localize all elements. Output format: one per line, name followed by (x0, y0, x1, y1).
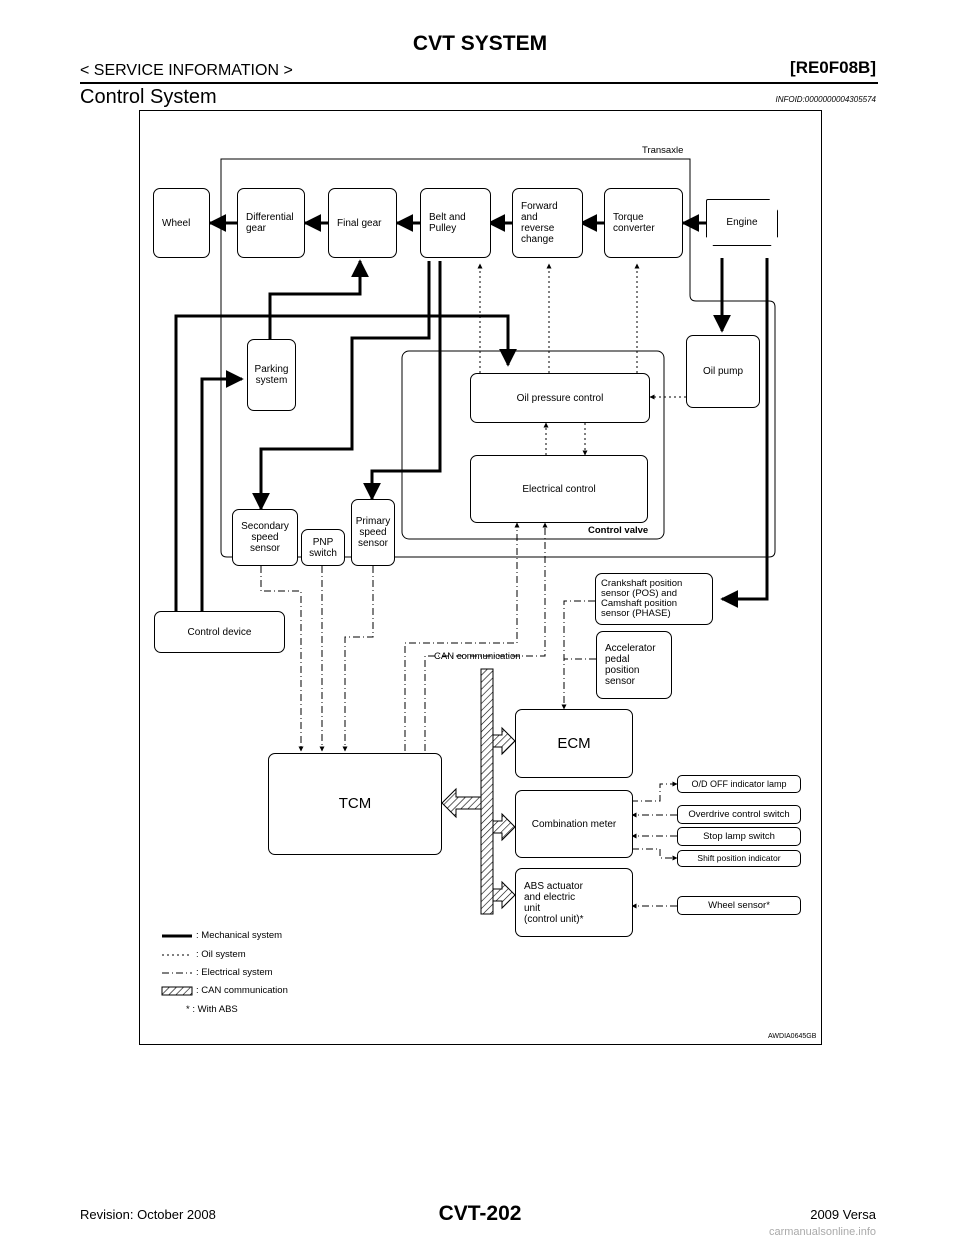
footer-model: 2009 Versa (810, 1207, 876, 1222)
diagram-connections (161, 158, 776, 996)
differential-gear-box: Differential gear (237, 188, 305, 258)
footer-page-code: CVT-202 (438, 1202, 522, 1225)
section-title: Control System (80, 86, 217, 108)
wheel-box: Wheel (153, 188, 210, 258)
abs-actuator-box: ABS actuator and electric unit (control … (515, 868, 633, 937)
header-section-label: < SERVICE INFORMATION > (80, 62, 293, 79)
control-system-diagram: Transaxle Control valve CAN communicatio… (139, 110, 822, 1045)
pnp-switch-box: PNP switch (301, 529, 345, 566)
header-rule (80, 82, 878, 84)
legend-oil: : Oil system (196, 949, 246, 960)
control-valve-label: Control valve (588, 525, 649, 536)
control-device-box: Control device (154, 611, 285, 653)
overdrive-control-switch-box: Overdrive control switch (677, 805, 801, 824)
combination-meter-box: Combination meter (515, 790, 633, 858)
oil-pump-box: Oil pump (686, 335, 760, 408)
shift-position-indicator-box: Shift position indicator (677, 850, 801, 867)
final-gear-box: Final gear (328, 188, 397, 258)
oil-pressure-control-box: Oil pressure control (470, 373, 650, 423)
watermark-text: carmanualsonline.info (768, 1226, 876, 1238)
forward-reverse-box: Forward and reverse change (512, 188, 583, 258)
legend-with-abs: * : With ABS (186, 1004, 238, 1015)
wheel-sensor-box: Wheel sensor* (677, 896, 801, 915)
belt-pulley-box: Belt and Pulley (420, 188, 491, 258)
legend-mechanical: : Mechanical system (196, 930, 283, 941)
primary-speed-sensor-box: Primary speed sensor (351, 499, 395, 566)
legend-electrical: : Electrical system (196, 967, 273, 978)
electrical-control-box: Electrical control (470, 455, 648, 523)
section-info-id: INFOID:0000000004305574 (775, 95, 876, 104)
header-model-code: [RE0F08B] (790, 58, 876, 77)
parking-system-box: Parking system (247, 339, 296, 411)
engine-box: Engine (706, 199, 778, 246)
tcm-box: TCM (268, 753, 442, 855)
stop-lamp-switch-box: Stop lamp switch (677, 827, 801, 846)
can-communication-label: CAN communication (434, 651, 521, 662)
legend-can: : CAN communication (196, 985, 288, 996)
crankshaft-camshaft-sensor-box: Crankshaft position sensor (POS) and Cam… (595, 573, 713, 625)
secondary-speed-sensor-box: Secondary speed sensor (232, 509, 298, 566)
ecm-box: ECM (515, 709, 633, 778)
figure-code: AWDIA0645GB (768, 1033, 817, 1040)
torque-converter-box: Torque converter (604, 188, 683, 258)
footer-revision: Revision: October 2008 (80, 1207, 216, 1222)
page-header-title: CVT SYSTEM (412, 32, 548, 55)
od-off-indicator-lamp-box: O/D OFF indicator lamp (677, 775, 801, 793)
accelerator-pedal-sensor-box: Accelerator pedal position sensor (596, 631, 672, 699)
transaxle-label: Transaxle (642, 145, 684, 156)
